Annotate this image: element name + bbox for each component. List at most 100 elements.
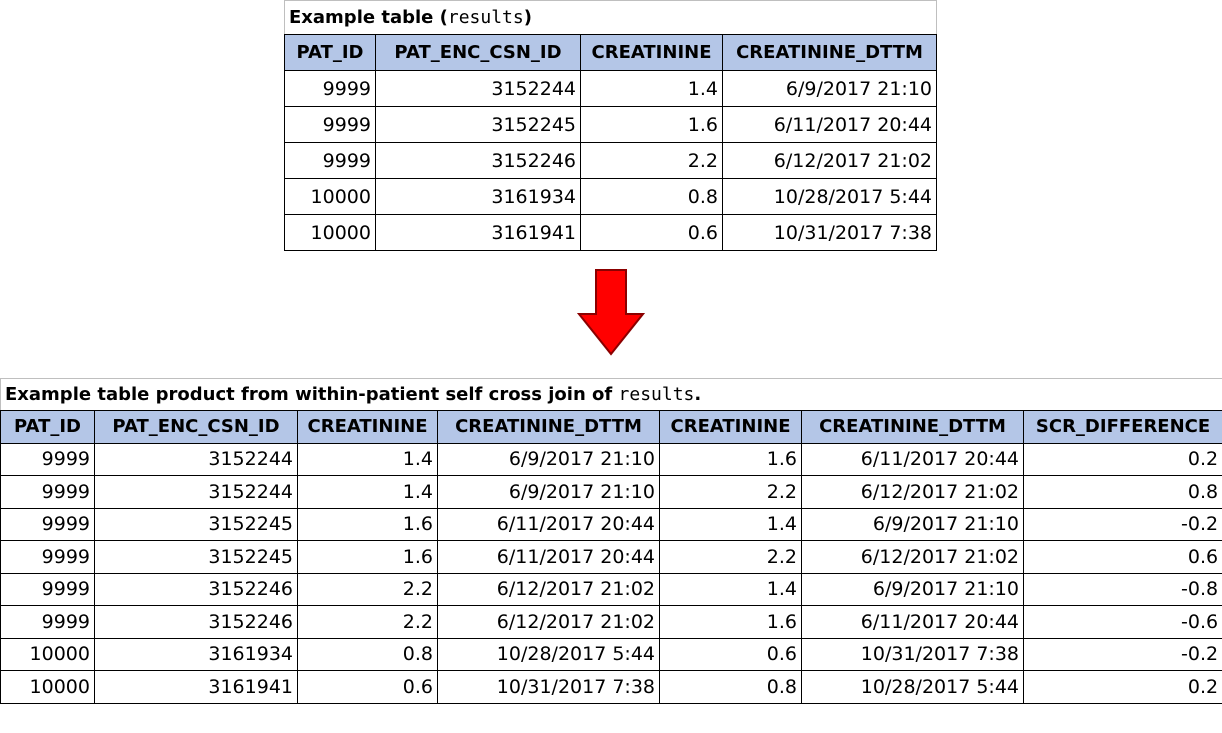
table-row: 9999 3152246 2.2 6/12/2017 21:02 (284, 142, 938, 179)
cell-creatinine-2: 0.6 (659, 637, 802, 671)
cell-pat-id: 9999 (0, 442, 95, 476)
cell-pat-id: 9999 (284, 142, 376, 179)
cell-pat-enc-csn-id: 3161934 (375, 178, 581, 215)
cell-creatinine-1: 2.2 (297, 605, 438, 639)
cell-pat-enc-csn-id: 3152246 (94, 605, 298, 639)
cell-creatinine: 1.6 (580, 106, 723, 143)
cell-pat-enc-csn-id: 3161941 (375, 214, 581, 251)
cell-creatinine-dttm-2: 6/12/2017 21:02 (801, 475, 1024, 509)
table-row: 9999 3152246 2.2 6/12/2017 21:02 1.6 6/1… (0, 605, 1222, 639)
cell-pat-enc-csn-id: 3152245 (94, 540, 298, 574)
cell-scr-difference: -0.6 (1022, 605, 1222, 639)
cross-join-table: Example table product from within-patien… (0, 378, 1222, 704)
cell-pat-enc-csn-id: 3152244 (375, 70, 581, 107)
cross-join-table-header-row: PAT_ID PAT_ENC_CSN_ID CREATININE CREATIN… (0, 410, 1222, 444)
cell-creatinine-dttm-2: 6/11/2017 20:44 (801, 605, 1024, 639)
cell-pat-enc-csn-id: 3152244 (94, 475, 298, 509)
cell-creatinine-dttm-1: 6/9/2017 21:10 (437, 475, 660, 509)
cell-pat-id: 10000 (284, 178, 376, 215)
cell-creatinine-2: 2.2 (659, 540, 802, 574)
cell-scr-difference: -0.2 (1022, 507, 1222, 541)
cell-pat-enc-csn-id: 3152246 (94, 572, 298, 606)
cell-creatinine-dttm-2: 6/9/2017 21:10 (801, 572, 1024, 606)
cell-creatinine-dttm-1: 6/12/2017 21:02 (437, 605, 660, 639)
cell-pat-enc-csn-id: 3161941 (94, 670, 298, 704)
cell-creatinine-1: 2.2 (297, 572, 438, 606)
cell-creatinine-2: 0.8 (659, 670, 802, 704)
cell-pat-id: 9999 (0, 507, 95, 541)
cell-creatinine-dttm: 6/11/2017 20:44 (721, 106, 938, 143)
cell-creatinine-2: 1.6 (659, 605, 802, 639)
cell-creatinine: 1.4 (580, 70, 723, 107)
down-arrow-icon (577, 269, 645, 356)
results-table-caption-row: Example table (results) (283, 0, 938, 35)
column-header-pat-id: PAT_ID (284, 34, 376, 71)
cell-creatinine: 2.2 (580, 142, 723, 179)
cell-pat-id: 10000 (0, 670, 95, 704)
cell-pat-enc-csn-id: 3152245 (375, 106, 581, 143)
cell-creatinine-1: 1.6 (297, 507, 438, 541)
column-header-pat-enc-csn-id: PAT_ENC_CSN_ID (94, 410, 298, 444)
cell-scr-difference: 0.8 (1022, 475, 1222, 509)
table-row: 9999 3152245 1.6 6/11/2017 20:44 (284, 106, 938, 143)
cell-creatinine-1: 0.8 (297, 637, 438, 671)
cell-scr-difference: 0.6 (1022, 540, 1222, 574)
cell-pat-id: 9999 (0, 540, 95, 574)
cell-pat-id: 10000 (284, 214, 376, 251)
cell-creatinine-dttm-1: 10/28/2017 5:44 (437, 637, 660, 671)
table-row: 9999 3152246 2.2 6/12/2017 21:02 1.4 6/9… (0, 572, 1222, 606)
cross-join-table-caption-row: Example table product from within-patien… (0, 378, 1222, 411)
caption-code: results (447, 7, 524, 28)
table-row: 9999 3152244 1.4 6/9/2017 21:10 2.2 6/12… (0, 475, 1222, 509)
cell-creatinine-1: 1.4 (297, 475, 438, 509)
cell-pat-enc-csn-id: 3152246 (375, 142, 581, 179)
cell-pat-enc-csn-id: 3152245 (94, 507, 298, 541)
cell-creatinine-dttm: 6/12/2017 21:02 (721, 142, 938, 179)
column-header-creatinine-2: CREATININE (659, 410, 802, 444)
table-row: 9999 3152245 1.6 6/11/2017 20:44 1.4 6/9… (0, 507, 1222, 541)
cell-creatinine-dttm-1: 6/11/2017 20:44 (437, 507, 660, 541)
column-header-creatinine-dttm-1: CREATININE_DTTM (437, 410, 660, 444)
results-table-caption: Example table (results) (283, 0, 938, 35)
cell-creatinine-dttm-2: 6/9/2017 21:10 (801, 507, 1024, 541)
column-header-pat-id: PAT_ID (0, 410, 95, 444)
cell-creatinine: 0.8 (580, 178, 723, 215)
cell-creatinine-dttm-1: 10/31/2017 7:38 (437, 670, 660, 704)
cell-creatinine-2: 2.2 (659, 475, 802, 509)
table-row: 10000 3161934 0.8 10/28/2017 5:44 0.6 10… (0, 637, 1222, 671)
cell-creatinine-2: 1.6 (659, 442, 802, 476)
cell-creatinine-dttm: 10/31/2017 7:38 (721, 214, 938, 251)
column-header-pat-enc-csn-id: PAT_ENC_CSN_ID (375, 34, 581, 71)
cell-scr-difference: -0.8 (1022, 572, 1222, 606)
column-header-creatinine-dttm: CREATININE_DTTM (721, 34, 938, 71)
cell-pat-id: 9999 (284, 106, 376, 143)
caption-suffix: ) (523, 7, 532, 28)
cell-pat-id: 10000 (0, 637, 95, 671)
column-header-scr-difference: SCR_DIFFERENCE (1022, 410, 1222, 444)
results-table-header-row: PAT_ID PAT_ENC_CSN_ID CREATININE CREATIN… (284, 34, 938, 71)
column-header-creatinine-dttm-2: CREATININE_DTTM (801, 410, 1024, 444)
cell-creatinine-dttm-2: 6/12/2017 21:02 (801, 540, 1024, 574)
cell-creatinine-2: 1.4 (659, 572, 802, 606)
table-row: 9999 3152245 1.6 6/11/2017 20:44 2.2 6/1… (0, 540, 1222, 574)
cell-creatinine-1: 1.6 (297, 540, 438, 574)
cell-pat-enc-csn-id: 3152244 (94, 442, 298, 476)
table-row: 9999 3152244 1.4 6/9/2017 21:10 1.6 6/11… (0, 442, 1222, 476)
cell-pat-enc-csn-id: 3161934 (94, 637, 298, 671)
cell-pat-id: 9999 (0, 475, 95, 509)
caption-prefix: Example table ( (289, 7, 448, 28)
cell-creatinine-dttm-2: 10/28/2017 5:44 (801, 670, 1024, 704)
cell-creatinine-dttm: 6/9/2017 21:10 (721, 70, 938, 107)
down-arrow-shape (577, 269, 645, 356)
cell-scr-difference: 0.2 (1022, 670, 1222, 704)
cell-creatinine-dttm: 10/28/2017 5:44 (721, 178, 938, 215)
cell-pat-id: 9999 (0, 605, 95, 639)
table-row: 10000 3161941 0.6 10/31/2017 7:38 (284, 214, 938, 251)
cell-creatinine-dttm-2: 6/11/2017 20:44 (801, 442, 1024, 476)
cell-pat-id: 9999 (0, 572, 95, 606)
caption-prefix: Example table product from within-patien… (5, 384, 619, 405)
cell-creatinine: 0.6 (580, 214, 723, 251)
cell-creatinine-dttm-1: 6/9/2017 21:10 (437, 442, 660, 476)
cross-join-table-caption: Example table product from within-patien… (0, 378, 1222, 411)
cell-creatinine-dttm-1: 6/11/2017 20:44 (437, 540, 660, 574)
